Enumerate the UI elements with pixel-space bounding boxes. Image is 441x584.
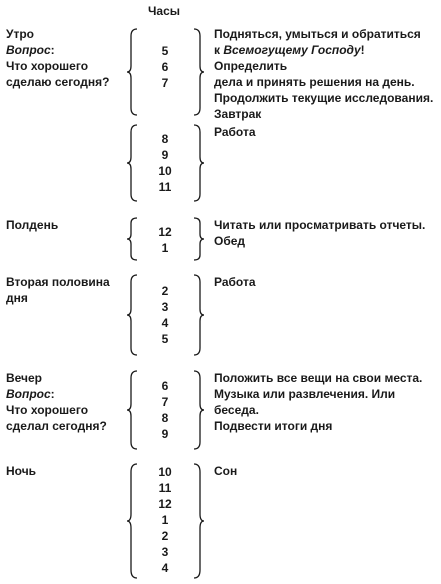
right-brace (193, 217, 205, 261)
hour-value: 3 (161, 545, 169, 559)
hours-list: 12 1 (140, 224, 190, 256)
period-label: Вторая половина дня (6, 274, 124, 306)
period-name: Ночь (6, 464, 37, 478)
left-brace (126, 463, 138, 579)
hour-value: 12 (158, 225, 172, 239)
hour-value: 8 (161, 132, 169, 146)
hours-column-title: Часы (148, 4, 181, 18)
left-brace (126, 217, 138, 261)
right-brace (193, 28, 205, 116)
hour-value: 9 (161, 427, 169, 441)
period-label: Утро Вопрос: Что хорошего сделаю сегодня… (6, 26, 124, 90)
hours-list: 5 6 7 (140, 43, 190, 91)
activity-text: Работа (214, 275, 256, 289)
hours-list: 2 3 4 5 (140, 283, 190, 347)
hour-value: 11 (158, 481, 172, 495)
activity-text: Сон (214, 464, 238, 478)
right-brace (193, 370, 205, 450)
period-name: Вторая половина дня (6, 275, 110, 305)
hour-value: 1 (161, 513, 169, 527)
period-label: Полдень (6, 217, 124, 233)
hour-value: 10 (158, 465, 172, 479)
hour-value: 3 (161, 300, 169, 314)
hour-value: 2 (161, 284, 169, 298)
hour-value: 12 (158, 497, 172, 511)
hour-value: 7 (161, 76, 169, 90)
question-label: Вопрос: (6, 387, 55, 401)
hours-list: 10 11 12 1 2 3 4 (140, 464, 190, 576)
hours-list: 6 7 8 9 (140, 378, 190, 442)
period-name: Утро (6, 27, 35, 41)
hour-value: 9 (161, 148, 169, 162)
right-brace (193, 124, 205, 202)
activity-text: Положить все вещи на свои места. Музыка … (214, 371, 423, 433)
question-label: Вопрос: (6, 43, 55, 57)
hour-value: 5 (161, 44, 169, 58)
hour-value: 4 (161, 316, 169, 330)
hour-value: 4 (161, 561, 169, 575)
right-brace (193, 274, 205, 356)
hour-value: 2 (161, 529, 169, 543)
left-brace (126, 370, 138, 450)
hours-list: 8 9 10 11 (140, 131, 190, 195)
hour-value: 11 (158, 180, 172, 194)
period-name: Полдень (6, 218, 59, 232)
hour-value: 6 (161, 60, 169, 74)
right-brace (193, 463, 205, 579)
hour-value: 7 (161, 395, 169, 409)
period-label: Вечер Вопрос: Что хорошего сделал сегодн… (6, 370, 124, 434)
question-text: Что хорошего сделал сегодня? (6, 403, 107, 433)
left-brace (126, 274, 138, 356)
period-label: Ночь (6, 463, 124, 479)
left-brace (126, 124, 138, 202)
hour-value: 8 (161, 411, 169, 425)
hour-value: 6 (161, 379, 169, 393)
activity-text: Читать или просматривать отчеты. Обед (214, 218, 426, 248)
period-name: Вечер (6, 371, 43, 385)
activity-text: Работа (214, 125, 256, 139)
hour-value: 10 (158, 164, 172, 178)
hour-value: 1 (161, 241, 169, 255)
question-text: Что хорошего сделаю сегодня? (6, 59, 110, 89)
left-brace (126, 28, 138, 116)
hour-value: 5 (161, 332, 169, 346)
activity-text: Подняться, умыться и обратиться к Всемог… (214, 27, 434, 121)
